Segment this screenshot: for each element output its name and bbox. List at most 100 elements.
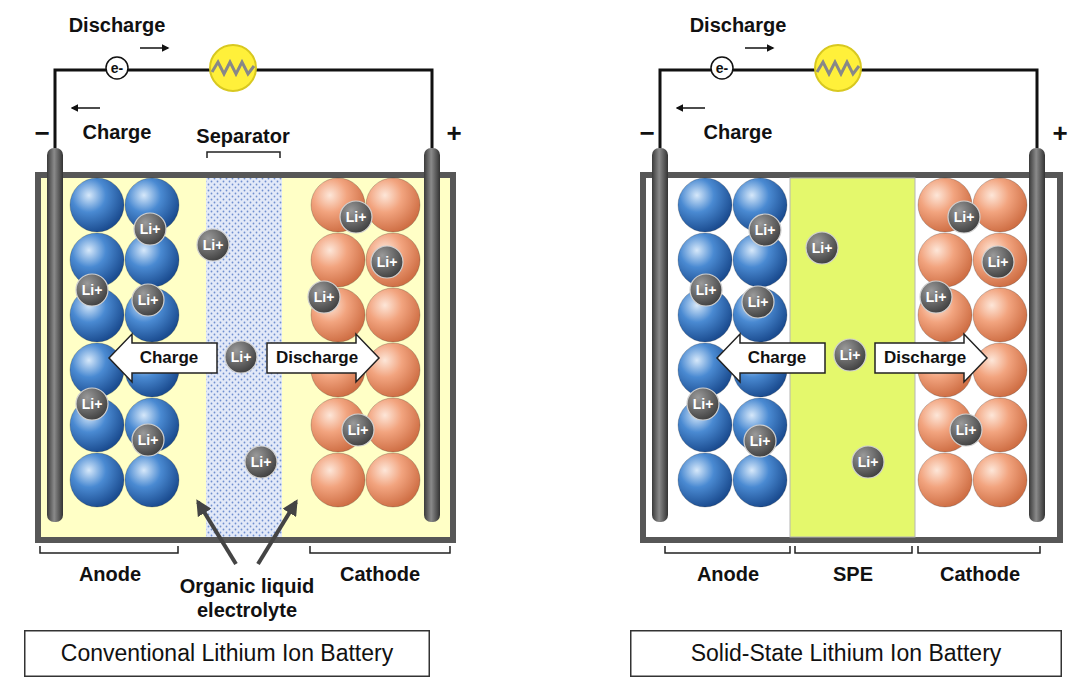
charge-direction-arrow	[677, 107, 705, 109]
leader-arrow	[198, 502, 236, 564]
electron-circle	[711, 57, 733, 79]
lithium-ion: Li+	[981, 245, 1015, 279]
ion-label: Li+	[840, 347, 861, 363]
ion-label: Li+	[988, 254, 1009, 270]
lithium-ion: Li+	[919, 280, 953, 314]
electrode-particle	[918, 233, 972, 287]
ion-label: Li+	[82, 396, 103, 412]
lithium-ion: Li+	[833, 338, 867, 372]
block-arrow	[875, 334, 987, 382]
part-label: Charge	[704, 120, 773, 144]
lamp	[815, 45, 861, 91]
ion-circle	[340, 201, 372, 233]
electrolyte-label: Organic liquid electrolyte	[142, 574, 352, 622]
ion-label: Li+	[954, 209, 975, 225]
lithium-ion: Li+	[748, 213, 782, 247]
electrode-particle	[311, 233, 365, 287]
bracket	[40, 546, 178, 553]
lithium-ion: Li+	[131, 423, 165, 457]
ion-circle	[744, 425, 776, 457]
electrode-particle	[678, 178, 732, 232]
lithium-ion: Li+	[196, 228, 230, 262]
ion-label: Li+	[696, 282, 717, 298]
battery-housing	[643, 175, 1060, 540]
lithium-ion: Li+	[686, 387, 720, 421]
lamp	[210, 45, 256, 91]
electron-label: e-	[111, 60, 123, 76]
caption-border	[631, 631, 1062, 677]
ion-circle	[197, 229, 229, 261]
electron-symbol: e-	[710, 56, 734, 80]
ion-label: Li+	[82, 282, 103, 298]
block-arrow	[267, 334, 379, 382]
lithium-ion: Li+	[339, 200, 373, 234]
part-label: Discharge	[690, 13, 787, 37]
ion-circle	[806, 232, 838, 264]
ion-circle	[132, 284, 164, 316]
ion-circle	[308, 281, 340, 313]
ion-circle	[742, 286, 774, 318]
lithium-ion: Li+	[307, 280, 341, 314]
bracket	[918, 546, 1040, 553]
lithium-ion: Li+	[133, 212, 167, 246]
electron-label: e-	[716, 60, 728, 76]
ion-circle	[245, 446, 277, 478]
terminal-sign: +	[1052, 118, 1067, 149]
part-label: Charge	[83, 120, 152, 144]
ion-label: Li+	[203, 237, 224, 253]
electrode-particle	[973, 233, 1027, 287]
anode-current-collector	[47, 148, 63, 522]
anode-current-collector	[652, 148, 668, 522]
ion-label: Li+	[812, 240, 833, 256]
lithium-ion: Li+	[949, 413, 983, 447]
ion-label: Li+	[231, 349, 252, 365]
ion-label: Li+	[346, 209, 367, 225]
lithium-ion: Li+	[75, 387, 109, 421]
part-label: Separator	[196, 124, 289, 148]
lithium-ion: Li+	[244, 445, 278, 479]
block-arrow	[717, 334, 825, 382]
lithium-ion: Li+	[75, 273, 109, 307]
arrow-label: Discharge	[884, 348, 966, 368]
ion-label: Li+	[926, 289, 947, 305]
discharge-arrow: Discharge	[874, 333, 988, 383]
lithium-ion: Li+	[805, 231, 839, 265]
electrode-particle	[918, 453, 972, 507]
discharge-direction-arrow	[745, 47, 773, 49]
ion-label: Li+	[956, 422, 977, 438]
ion-circle	[342, 414, 374, 446]
lithium-ion: Li+	[743, 424, 777, 458]
ion-label: Li+	[138, 432, 159, 448]
ion-label: Li+	[138, 292, 159, 308]
ion-circle	[76, 274, 108, 306]
arrow-label: Discharge	[276, 348, 358, 368]
cathode-current-collector	[424, 148, 440, 522]
electrode-particle	[366, 233, 420, 287]
electrode-particle	[70, 178, 124, 232]
ion-label: Li+	[140, 221, 161, 237]
ion-circle	[948, 201, 980, 233]
ion-circle	[749, 214, 781, 246]
ion-circle	[687, 388, 719, 420]
electrode-particle	[366, 343, 420, 397]
electrode-particle	[366, 288, 420, 342]
electrode-particles	[70, 178, 420, 507]
ion-label: Li+	[693, 396, 714, 412]
part-label: Anode	[697, 562, 759, 586]
ion-circle	[852, 446, 884, 478]
discharge-direction-arrow	[140, 47, 168, 49]
caption-box: Conventional Lithium Ion Battery	[24, 630, 430, 677]
ion-label: Li+	[858, 454, 879, 470]
electrode-particle	[70, 453, 124, 507]
caption-border	[25, 631, 430, 677]
caption-text: Conventional Lithium Ion Battery	[61, 640, 393, 667]
electrode-particle	[125, 453, 179, 507]
ion-label: Li+	[750, 433, 771, 449]
electron-symbol: e-	[105, 56, 129, 80]
bracket	[207, 152, 280, 158]
part-label: Cathode	[340, 562, 420, 586]
electrode-particle	[973, 178, 1027, 232]
lithium-ion: Li+	[741, 285, 775, 319]
ion-circle	[982, 246, 1014, 278]
ion-label: Li+	[755, 222, 776, 238]
